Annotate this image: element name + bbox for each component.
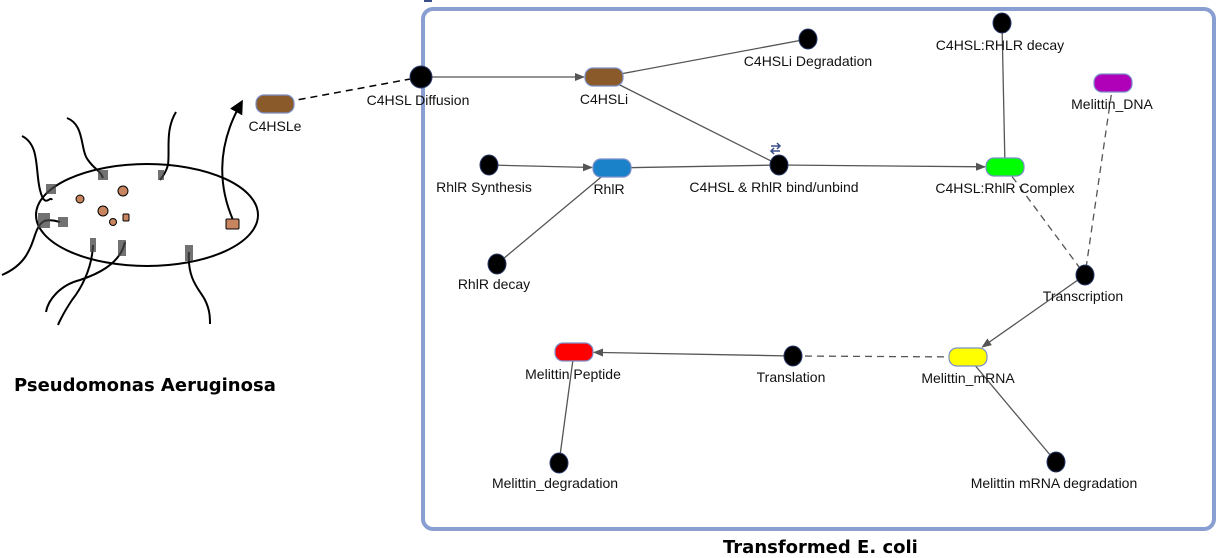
reaction-node-compdecay[interactable]: C4HSL:RHLR decay bbox=[936, 12, 1064, 53]
reaction-label: Transcription bbox=[1043, 288, 1123, 304]
species-shape[interactable] bbox=[1093, 73, 1133, 93]
reaction-dot[interactable] bbox=[487, 253, 507, 275]
species-node-mrna[interactable]: Melittin_mRNA bbox=[921, 347, 1015, 386]
ecoli-title: Transformed E. coli bbox=[723, 537, 918, 558]
edge-rhlr-to-bind bbox=[611, 164, 780, 169]
species-label: C4HSLi bbox=[580, 91, 628, 107]
reaction-dot[interactable] bbox=[479, 154, 499, 176]
species-shape[interactable] bbox=[948, 347, 988, 367]
reaction-dot[interactable] bbox=[1046, 451, 1066, 473]
edge-rhlr-to-rhlrdecay bbox=[496, 167, 613, 265]
reaction-node-mrnadeg[interactable]: Melittin mRNA degradation bbox=[971, 451, 1138, 491]
reversible-icon bbox=[769, 142, 782, 155]
species-label: Melittin_mRNA bbox=[921, 370, 1015, 386]
species-label: C4HSL:RhlR Complex bbox=[935, 180, 1074, 196]
reaction-node-rhlrdecay[interactable]: RhlR decay bbox=[458, 253, 530, 292]
reaction-dot[interactable] bbox=[992, 12, 1012, 34]
species-node-dna[interactable]: Melittin_DNA bbox=[1071, 73, 1154, 112]
reaction-label: C4HSLi Degradation bbox=[744, 53, 872, 69]
edge-c4hsli-to-bind bbox=[603, 76, 780, 166]
flagellum bbox=[1, 219, 61, 276]
ecoli-container bbox=[421, 7, 1216, 531]
reaction-node-c4deg[interactable]: C4HSLi Degradation bbox=[744, 28, 872, 69]
species-node-peptide[interactable]: Melittin Peptide bbox=[525, 342, 621, 382]
edge-translation-to-peptide bbox=[593, 348, 794, 357]
edge-mrna-to-mrnadeg bbox=[967, 356, 1057, 463]
species-shape[interactable] bbox=[554, 342, 594, 362]
reaction-dot[interactable] bbox=[409, 65, 433, 89]
reaction-node-translation[interactable]: Translation bbox=[757, 345, 826, 385]
reaction-node-rhlrsyn[interactable]: RhlR Synthesis bbox=[436, 154, 532, 195]
species-node-c4hsle[interactable]: C4HSLe bbox=[249, 94, 302, 134]
flagellum bbox=[66, 117, 104, 179]
reaction-label: Melittin mRNA degradation bbox=[971, 475, 1138, 491]
edge-peptide-to-pepdeg bbox=[558, 351, 575, 464]
reaction-node-diffusion[interactable]: C4HSL Diffusion bbox=[367, 65, 470, 108]
species-label: Melittin Peptide bbox=[525, 366, 621, 382]
reaction-dot[interactable] bbox=[1075, 264, 1095, 286]
species-node-c4hsli[interactable]: C4HSLi bbox=[580, 67, 628, 107]
reaction-node-transcription[interactable]: Transcription bbox=[1043, 264, 1123, 304]
edge-complex-to-compdecay bbox=[1001, 22, 1006, 168]
pseudomonas-cell-drawing bbox=[1, 99, 259, 326]
cell-membrane bbox=[35, 163, 259, 267]
flagellum bbox=[21, 135, 53, 202]
edge-dna-to-transcription bbox=[1084, 82, 1114, 276]
reaction-label: C4HSL:RHLR decay bbox=[936, 37, 1064, 53]
reaction-label: RhlR Synthesis bbox=[436, 179, 532, 195]
pseudomonas-title: Pseudomonas Aeruginosa bbox=[14, 375, 276, 396]
flagella-bases bbox=[38, 170, 193, 261]
species-shape[interactable] bbox=[255, 94, 295, 114]
edge-bind-to-complex bbox=[778, 162, 986, 171]
reaction-dot[interactable] bbox=[769, 154, 789, 176]
species-shape[interactable] bbox=[985, 157, 1025, 177]
reaction-label: Melittin_degradation bbox=[492, 475, 618, 491]
edge-c4hsli-to-c4deg bbox=[603, 38, 809, 78]
reaction-node-pepdeg[interactable]: Melittin_degradation bbox=[492, 452, 618, 491]
reaction-node-bind[interactable]: C4HSL & RhlR bind/unbind bbox=[689, 154, 859, 195]
species-shape[interactable] bbox=[584, 67, 624, 87]
reaction-dot[interactable] bbox=[783, 345, 803, 367]
species-node-rhlr[interactable]: RhlR bbox=[592, 158, 632, 197]
species-label: Melittin_DNA bbox=[1071, 96, 1153, 112]
reaction-label: C4HSL & RhlR bind/unbind bbox=[689, 179, 858, 195]
export-arrow bbox=[221, 99, 243, 221]
edge-rhlrsyn-to-rhlr bbox=[488, 163, 593, 172]
reaction-label: Translation bbox=[757, 369, 826, 385]
edge-transcription-to-mrna bbox=[981, 274, 1086, 348]
reaction-dot[interactable] bbox=[549, 452, 569, 474]
flagellum bbox=[187, 251, 211, 325]
flagellum bbox=[57, 244, 94, 326]
edge-c4hsle-to-diffusion bbox=[274, 76, 422, 105]
flagellum bbox=[45, 241, 126, 313]
reaction-label: RhlR decay bbox=[458, 276, 530, 292]
edge-complex-to-transcription bbox=[1004, 166, 1086, 276]
species-shape[interactable] bbox=[592, 158, 632, 178]
species-label: RhlR bbox=[593, 181, 624, 197]
species-label: C4HSLe bbox=[249, 118, 302, 134]
intracellular-molecules bbox=[75, 185, 240, 230]
reaction-label: C4HSL Diffusion bbox=[367, 92, 470, 108]
reaction-dot[interactable] bbox=[798, 28, 818, 50]
species-node-complex[interactable]: C4HSL:RhlR Complex bbox=[935, 157, 1075, 196]
flagellum bbox=[159, 111, 177, 181]
edge-mrna-to-translation bbox=[792, 355, 969, 358]
